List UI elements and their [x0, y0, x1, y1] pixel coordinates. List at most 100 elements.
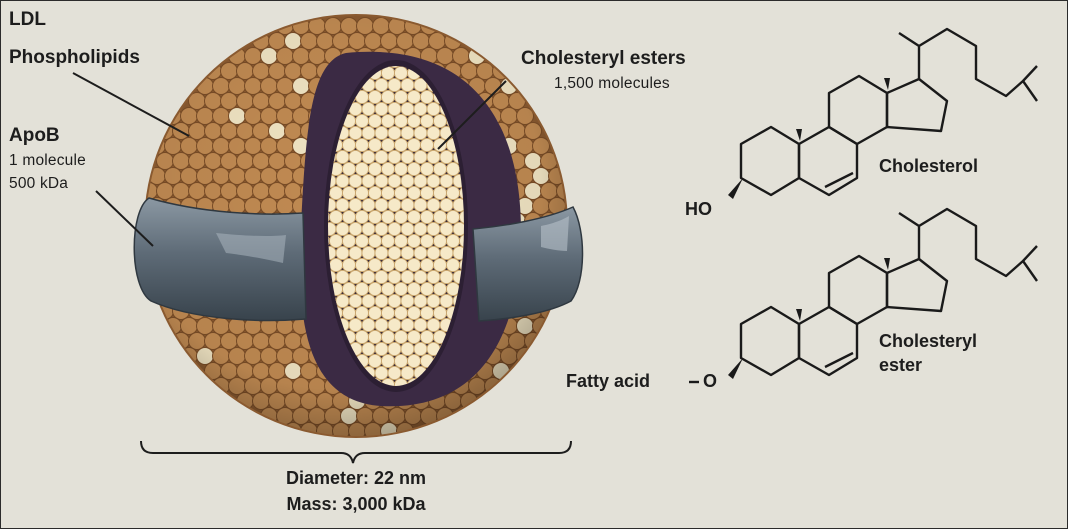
ester-bead	[400, 365, 415, 381]
ester-bead	[328, 185, 344, 201]
cholesteryl-ester-stereo-marks	[728, 258, 890, 379]
ester-bead	[426, 221, 441, 237]
ester-bead	[406, 329, 422, 345]
ester-bead	[341, 257, 357, 273]
ester-bead	[393, 305, 409, 321]
ester-bead	[387, 221, 402, 237]
ester-bead	[367, 209, 383, 225]
ester-bead	[348, 245, 363, 261]
diameter-brace	[140, 440, 572, 464]
ester-bead	[354, 233, 370, 249]
ester-bead	[361, 101, 376, 117]
ester-bead	[380, 209, 396, 225]
apob-band-left-highlight	[216, 233, 286, 263]
ester-bead	[445, 185, 461, 201]
ester-bead	[348, 317, 363, 333]
ester-bead	[387, 197, 402, 213]
ester-bead	[367, 185, 383, 201]
ester-bead	[361, 221, 376, 237]
ester-bead	[426, 197, 441, 213]
ester-bead	[432, 185, 448, 201]
ester-bead	[374, 101, 389, 117]
ester-bead	[335, 221, 350, 237]
ester-bead	[393, 137, 409, 153]
ester-bead	[393, 161, 409, 177]
ester-bead	[445, 161, 461, 177]
ester-bead	[341, 209, 357, 225]
ester-bead	[400, 197, 415, 213]
ester-bead	[406, 89, 422, 105]
ester-bead	[348, 173, 363, 189]
ester-bead	[413, 293, 428, 309]
ester-bead	[413, 101, 428, 117]
ester-bead	[354, 305, 370, 321]
ester-bead	[328, 257, 344, 273]
ester-bead	[367, 353, 383, 369]
ester-bead	[400, 101, 415, 117]
ester-bead	[419, 329, 435, 345]
apob-band	[133, 197, 584, 322]
ester-bead	[387, 365, 402, 381]
ester-bead	[367, 113, 383, 129]
ester-bead	[400, 125, 415, 141]
ester-bead	[367, 137, 383, 153]
ester-bead	[413, 125, 428, 141]
ester-bead	[413, 269, 428, 285]
ester-bead	[374, 293, 389, 309]
ester-bead	[374, 197, 389, 213]
ester-bead	[361, 149, 376, 165]
ester-bead	[393, 257, 409, 273]
cholesteryl-esters-leader	[437, 80, 507, 150]
ester-bead	[341, 137, 357, 153]
ester-bead	[406, 209, 422, 225]
ester-bead	[400, 221, 415, 237]
ester-bead	[419, 185, 435, 201]
ester-bead	[432, 209, 448, 225]
ester-bead	[387, 245, 402, 261]
ester-bead	[393, 281, 409, 297]
ester-bead	[348, 197, 363, 213]
ester-bead	[335, 173, 350, 189]
ester-bead	[387, 101, 402, 117]
ester-bead	[341, 281, 357, 297]
ester-bead	[341, 185, 357, 201]
ester-bead	[432, 113, 448, 129]
ester-bead	[387, 173, 402, 189]
ester-bead	[367, 257, 383, 273]
ester-bead	[328, 209, 344, 225]
ester-bead	[387, 125, 402, 141]
cholesterol-stereo-marks	[728, 78, 890, 199]
ester-bead	[335, 293, 350, 309]
ester-bead	[380, 329, 396, 345]
ester-bead	[380, 185, 396, 201]
ester-bead	[426, 317, 441, 333]
cholesteryl-ester-structure	[689, 207, 1038, 384]
ester-bead	[354, 161, 370, 177]
ester-bead	[374, 221, 389, 237]
ester-bead	[380, 89, 396, 105]
ester-bead	[380, 257, 396, 273]
ester-bead	[406, 185, 422, 201]
ester-bead	[380, 233, 396, 249]
ester-bead	[413, 197, 428, 213]
ester-bead	[380, 305, 396, 321]
ester-bead	[426, 149, 441, 165]
ester-bead	[387, 341, 402, 357]
ester-bead	[406, 137, 422, 153]
ester-bead	[393, 233, 409, 249]
ester-bead	[452, 197, 464, 213]
ester-bead	[406, 353, 422, 369]
ester-bead	[361, 341, 376, 357]
ester-bead	[393, 185, 409, 201]
ester-bead	[445, 257, 461, 273]
apob-mass-label: 500 kDa	[9, 175, 69, 192]
ester-bead	[393, 353, 409, 369]
ester-bead	[335, 245, 350, 261]
ester-bead	[354, 329, 370, 345]
ester-bead	[374, 173, 389, 189]
ester-bead	[439, 293, 454, 309]
ester-bead	[419, 209, 435, 225]
cholesteryl-esters-count-label: 1,500 molecules	[554, 75, 670, 92]
phospholipids-leader	[72, 72, 190, 137]
